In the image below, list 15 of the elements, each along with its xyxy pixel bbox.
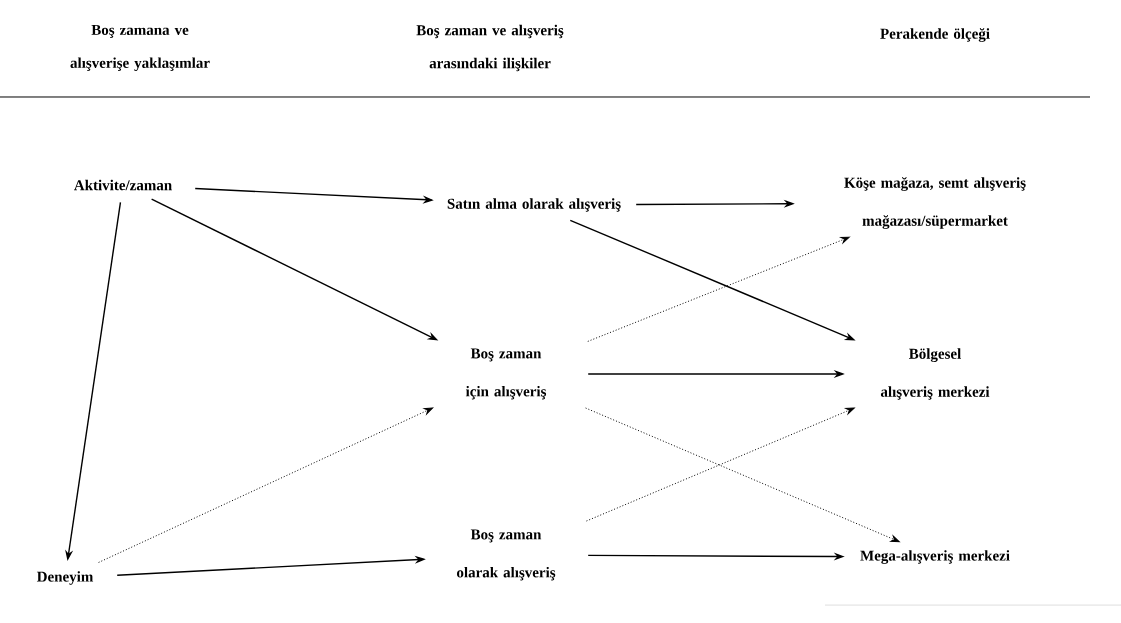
node-label: Mega-alışveriş merkezi xyxy=(860,550,1010,564)
node-label: Satın alma olarak alışveriş xyxy=(447,198,621,212)
arrow xyxy=(98,407,434,563)
node-label: Boş zaman olarak alışveriş xyxy=(457,529,556,581)
arrow xyxy=(585,407,855,522)
node-label: Boş zaman için alışveriş xyxy=(465,348,547,400)
column-heading: Boş zamana ve alışverişe yaklaşımlar xyxy=(70,24,210,71)
node-label: Aktivite/zaman xyxy=(74,179,172,191)
node-label: Deneyim xyxy=(36,571,94,585)
column-heading: Boş zaman ve alışveriş arasındaki ilişkiler xyxy=(416,24,564,72)
arrow xyxy=(587,236,850,342)
column-heading: Perakende ölçeği xyxy=(880,28,990,42)
node-label: Bölgesel alışveriş merkezi xyxy=(880,348,990,400)
arrow xyxy=(585,407,900,543)
node-label: Köşe mağaza, semt alışveriş mağazası/süpermarket xyxy=(844,177,1026,229)
